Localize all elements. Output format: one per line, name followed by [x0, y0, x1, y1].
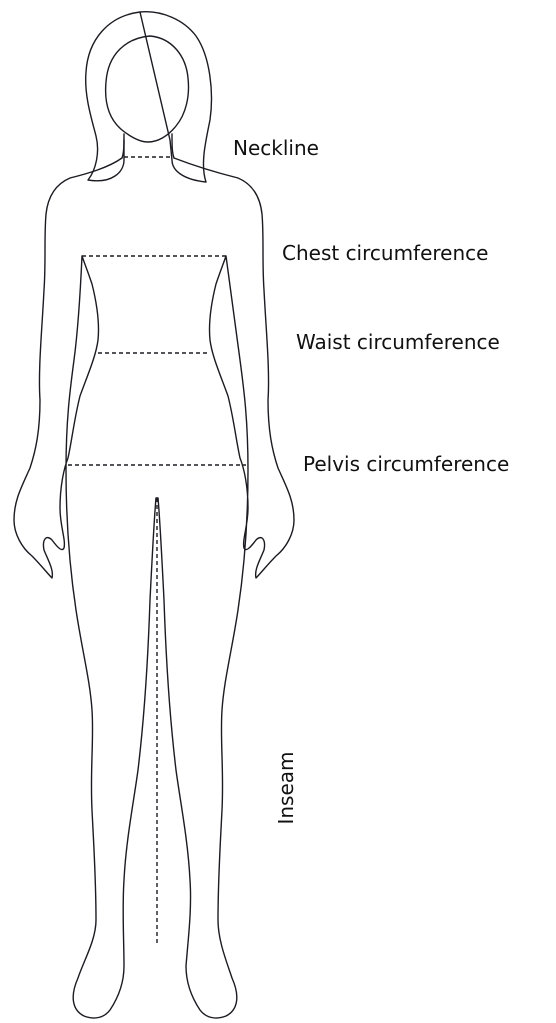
face-outline: [106, 36, 189, 142]
chest-circumference-label: Chest circumference: [282, 241, 488, 265]
neckline-label: Neckline: [233, 136, 319, 160]
pelvis-circumference-label: Pelvis circumference: [303, 452, 509, 476]
body-outline: [14, 158, 294, 1018]
waist-circumference-label: Waist circumference: [296, 330, 500, 354]
neck-outline: [122, 134, 174, 158]
inseam-label: Inseam: [274, 748, 298, 828]
